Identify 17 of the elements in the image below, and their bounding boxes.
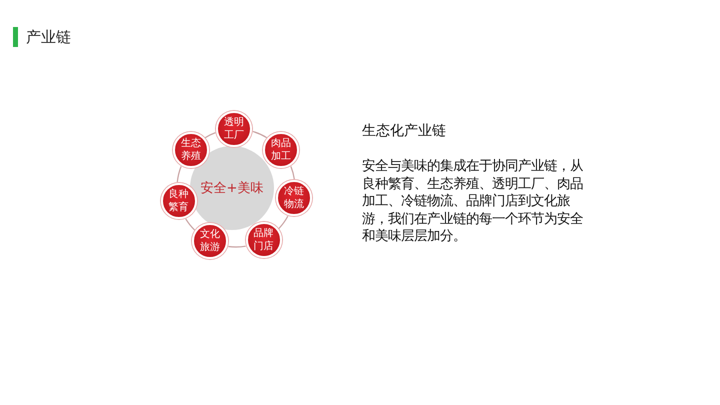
ring-connector bbox=[228, 246, 246, 248]
stage-circle: 透明工厂 bbox=[216, 111, 252, 148]
ring-connector bbox=[278, 216, 288, 230]
stage-circle: 良种繁育 bbox=[160, 183, 196, 220]
ring-connector bbox=[185, 218, 196, 230]
stage-circle: 肉品加工 bbox=[263, 132, 300, 168]
stage-circle: 冷链物流 bbox=[276, 180, 312, 216]
section-heading: 生态化产业链 bbox=[362, 122, 446, 140]
ring-connector bbox=[290, 166, 295, 180]
page-title: 产业链 bbox=[26, 27, 71, 47]
stage-circle: 品牌门店 bbox=[246, 222, 282, 258]
stage-circle: 文化旅游 bbox=[192, 223, 228, 260]
stage-circle: 生态养殖 bbox=[172, 132, 209, 168]
ring-connector bbox=[252, 130, 268, 138]
body-paragraph: 安全与美味的集成在于协同产业链，从良种繁育、生态养殖、透明工厂、肉品加工、冷链物流、品牌门店到文化旅游，我们在产业链的每一个环节为安全和美味层层加分。 bbox=[362, 158, 584, 246]
ring-connector bbox=[204, 132, 216, 138]
ring-connector bbox=[176, 166, 182, 182]
